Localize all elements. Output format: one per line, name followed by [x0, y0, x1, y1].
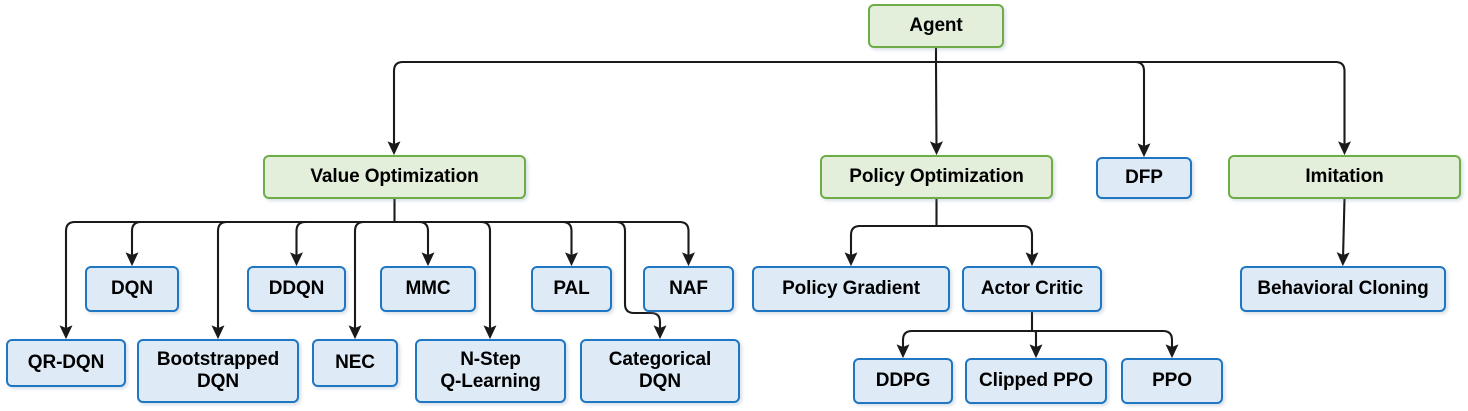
- node-naf-label: NAF: [669, 277, 708, 299]
- node-dfp[interactable]: DFP: [1096, 157, 1192, 199]
- connector-path: [1336, 198, 1350, 267]
- connector-path: [936, 60, 1352, 156]
- connector-path: [936, 60, 1151, 158]
- node-value-optimization[interactable]: Value Optimization: [263, 155, 526, 199]
- node-bootstrapped-dqn-label: Bootstrapped DQN: [156, 348, 280, 392]
- node-ddqn[interactable]: DDQN: [247, 266, 346, 312]
- node-ddpg[interactable]: DDPG: [853, 358, 953, 404]
- node-pal-label: PAL: [553, 277, 590, 299]
- node-actor-critic-label: Actor Critic: [980, 277, 1084, 299]
- node-actor-critic[interactable]: Actor Critic: [962, 266, 1102, 312]
- connector-path: [1029, 329, 1043, 359]
- connector-group: [59, 48, 1352, 359]
- node-policy-optimization[interactable]: Policy Optimization: [820, 155, 1053, 199]
- node-qr-dqn-label: QR-DQN: [27, 351, 105, 373]
- node-ddqn-label: DDQN: [268, 277, 325, 299]
- node-clipped-ppo[interactable]: Clipped PPO: [965, 358, 1107, 404]
- connector-path: [387, 60, 936, 156]
- node-policy-gradient-label: Policy Gradient: [782, 277, 920, 299]
- node-agent-label: Agent: [909, 14, 963, 36]
- connector-path: [936, 224, 1039, 267]
- node-dqn-label: DQN: [111, 277, 153, 299]
- connector-path: [896, 329, 1032, 359]
- connector-path: [394, 220, 579, 267]
- node-imitation-label: Imitation: [1305, 165, 1384, 187]
- node-imitation[interactable]: Imitation: [1228, 155, 1461, 199]
- connector-path: [844, 224, 937, 267]
- node-value-optimization-label: Value Optimization: [310, 165, 479, 187]
- node-n-step-q-learning-label: N-Step Q-Learning: [440, 348, 541, 392]
- connector-path: [348, 220, 395, 340]
- node-mmc-label: MMC: [405, 277, 451, 299]
- node-mmc[interactable]: MMC: [380, 266, 476, 312]
- connector-path: [1032, 329, 1179, 359]
- node-naf[interactable]: NAF: [643, 266, 734, 312]
- node-behavioral-cloning-label: Behavioral Cloning: [1257, 277, 1429, 299]
- connector-path: [929, 61, 943, 156]
- node-categorical-dqn[interactable]: Categorical DQN: [580, 339, 740, 403]
- node-behavioral-cloning[interactable]: Behavioral Cloning: [1240, 266, 1446, 312]
- connector-path: [394, 220, 435, 267]
- node-bootstrapped-dqn[interactable]: Bootstrapped DQN: [137, 339, 299, 403]
- connector-path: [394, 220, 696, 267]
- node-dqn[interactable]: DQN: [85, 266, 179, 312]
- node-ppo-label: PPO: [1152, 369, 1192, 391]
- node-ppo[interactable]: PPO: [1121, 358, 1223, 404]
- node-policy-gradient[interactable]: Policy Gradient: [752, 266, 950, 312]
- node-nec[interactable]: NEC: [312, 339, 398, 387]
- node-qr-dqn[interactable]: QR-DQN: [6, 339, 126, 387]
- node-categorical-dqn-label: Categorical DQN: [608, 348, 712, 392]
- connector-path: [211, 220, 395, 340]
- node-ddpg-label: DDPG: [875, 369, 931, 391]
- connector-path: [289, 220, 395, 267]
- node-n-step-q-learning[interactable]: N-Step Q-Learning: [415, 339, 566, 403]
- node-pal[interactable]: PAL: [531, 266, 612, 312]
- connector-path: [59, 220, 395, 340]
- node-nec-label: NEC: [335, 351, 375, 373]
- node-clipped-ppo-label: Clipped PPO: [979, 369, 1093, 391]
- node-policy-optimization-label: Policy Optimization: [849, 165, 1024, 187]
- connector-path: [394, 220, 667, 340]
- node-agent[interactable]: Agent: [868, 4, 1004, 48]
- node-dfp-label: DFP: [1125, 166, 1163, 188]
